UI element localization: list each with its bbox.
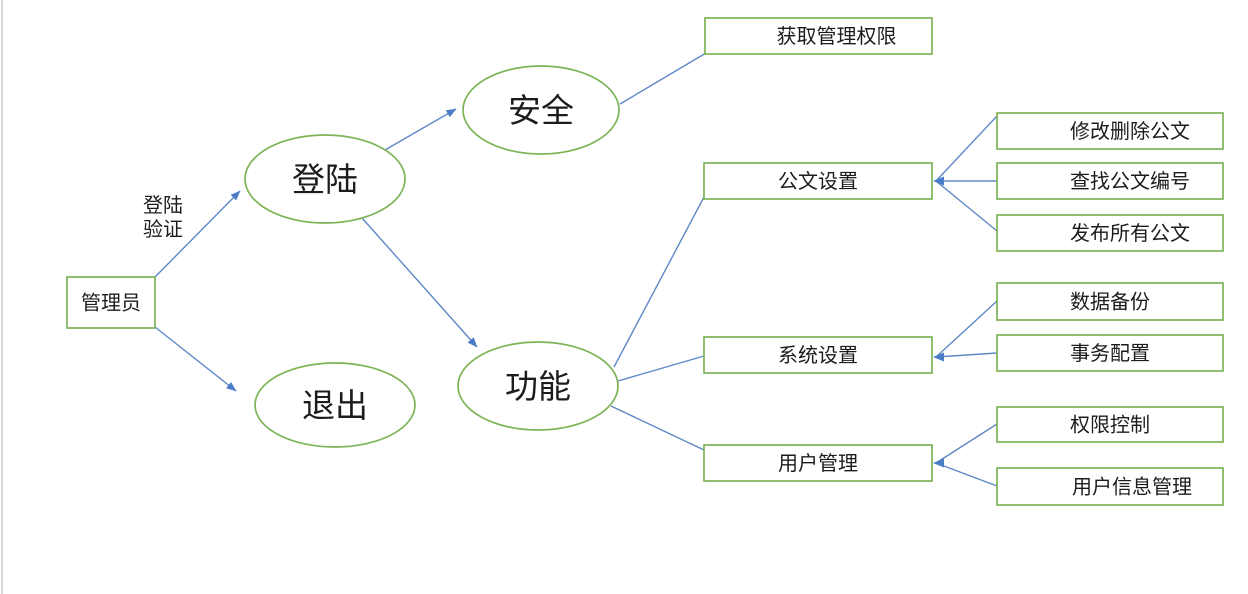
security-node[interactable]: 安全 — [462, 65, 620, 155]
page-left-edge-divider — [1, 0, 3, 594]
exit-label: 退出 — [302, 387, 368, 424]
edge-doc-settings-to-modify-del[interactable] — [935, 115, 998, 182]
edge-login-to-security[interactable] — [384, 108, 457, 151]
data-backup-node[interactable]: 数据备份 — [996, 282, 1224, 321]
function-node[interactable]: 功能 — [457, 341, 619, 431]
convergence-arrowhead-sys-settings — [933, 352, 944, 362]
publish-all-rect-shape[interactable] — [996, 214, 1224, 252]
doc-settings-rect-shape[interactable] — [703, 162, 933, 200]
exit-ellipse-shape[interactable] — [254, 362, 416, 448]
sys-settings-label: 系统设置 — [778, 344, 858, 367]
edge-login-to-function[interactable] — [361, 217, 478, 348]
perm-control-rect-shape[interactable] — [996, 406, 1224, 443]
convergence-arrowhead-user-mgmt — [933, 458, 944, 468]
edge-user-mgmt-to-perm-control[interactable] — [935, 423, 998, 464]
user-mgmt-node[interactable]: 用户管理 — [703, 444, 933, 482]
labels-layer: 登陆验证 — [143, 194, 183, 241]
function-ellipse-shape[interactable] — [457, 341, 619, 431]
edge-sys-settings-to-data-backup[interactable] — [935, 300, 998, 358]
security-label: 安全 — [508, 92, 574, 129]
trans-config-rect-shape[interactable] — [996, 334, 1224, 372]
admin-node[interactable]: 管理员 — [66, 276, 156, 329]
admin-label: 管理员 — [81, 292, 141, 315]
user-info-node[interactable]: 用户信息管理 — [996, 467, 1224, 506]
edges-layer — [154, 52, 998, 487]
security-ellipse-shape[interactable] — [462, 65, 620, 155]
edge-function-to-doc-settings[interactable] — [613, 196, 705, 368]
user-info-rect-shape[interactable] — [996, 467, 1224, 506]
trans-config-node[interactable]: 事务配置 — [996, 334, 1224, 372]
edge-function-to-sys-settings[interactable] — [617, 355, 705, 382]
exit-node[interactable]: 退出 — [254, 362, 416, 448]
edge-admin-to-login[interactable] — [154, 190, 241, 278]
data-backup-label: 数据备份 — [1070, 291, 1150, 314]
find-num-label: 查找公文编号 — [1070, 170, 1190, 193]
edge-sys-settings-to-trans-config[interactable] — [935, 352, 998, 358]
user-info-label: 用户信息管理 — [1072, 476, 1192, 499]
find-num-rect-shape[interactable] — [996, 162, 1224, 200]
login-verification-edge-label: 登陆验证 — [143, 194, 183, 241]
edge-user-mgmt-to-user-info[interactable] — [935, 462, 998, 487]
get-perm-node[interactable]: 获取管理权限 — [704, 17, 933, 55]
doc-settings-node[interactable]: 公文设置 — [703, 162, 933, 200]
login-node[interactable]: 登陆 — [244, 134, 406, 224]
perm-control-label: 权限控制 — [1070, 414, 1150, 437]
sys-settings-node[interactable]: 系统设置 — [703, 336, 933, 374]
data-backup-rect-shape[interactable] — [996, 282, 1224, 321]
user-mgmt-label: 用户管理 — [778, 452, 858, 475]
user-mgmt-rect-shape[interactable] — [703, 444, 933, 482]
find-num-node[interactable]: 查找公文编号 — [996, 162, 1224, 200]
publish-all-node[interactable]: 发布所有公文 — [996, 214, 1224, 252]
modify-del-label: 修改删除公文 — [1070, 120, 1190, 143]
admin-rect-shape[interactable] — [66, 276, 156, 329]
edge-security-to-get-perm[interactable] — [619, 52, 707, 105]
trans-config-label: 事务配置 — [1070, 342, 1150, 365]
modify-del-node[interactable]: 修改删除公文 — [996, 112, 1224, 150]
perm-control-node[interactable]: 权限控制 — [996, 406, 1224, 443]
login-label: 登陆 — [292, 161, 358, 198]
login-ellipse-shape[interactable] — [244, 134, 406, 224]
function-label: 功能 — [505, 368, 571, 405]
get-perm-rect-shape[interactable] — [704, 17, 933, 55]
edge-function-to-user-mgmt[interactable] — [610, 405, 705, 451]
edge-admin-to-exit[interactable] — [154, 326, 237, 392]
get-perm-label: 获取管理权限 — [777, 25, 897, 48]
sys-settings-rect-shape[interactable] — [703, 336, 933, 374]
modify-del-rect-shape[interactable] — [996, 112, 1224, 150]
convergence-arrowhead-doc-settings — [933, 176, 944, 186]
edge-doc-settings-to-publish-all[interactable] — [935, 180, 998, 232]
doc-settings-label: 公文设置 — [778, 170, 858, 193]
publish-all-label: 发布所有公文 — [1070, 222, 1190, 245]
